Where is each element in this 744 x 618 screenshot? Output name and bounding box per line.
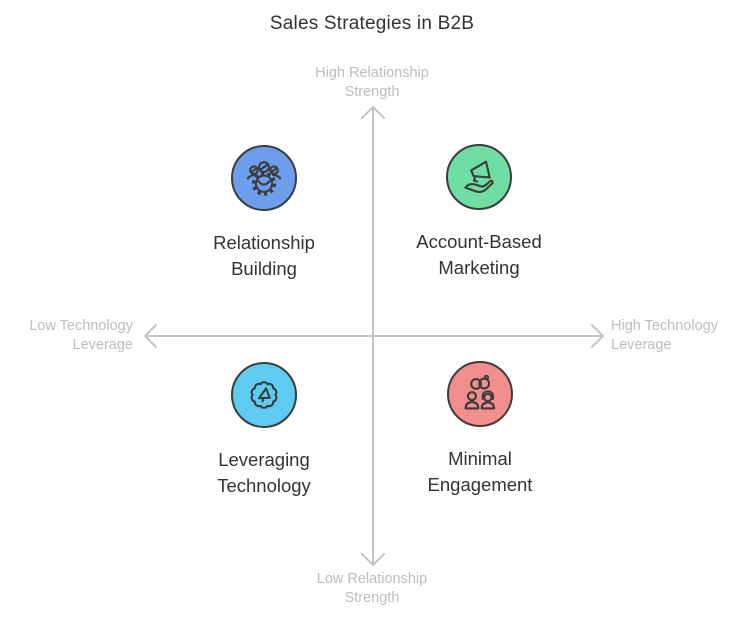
relationship-building-bubble bbox=[231, 145, 297, 211]
leveraging-technology-bubble bbox=[231, 362, 297, 428]
arrow-down-icon bbox=[361, 553, 385, 566]
axis-label-high-relationship: High Relationship Strength bbox=[315, 65, 429, 100]
axis-label-low-technology: Low Technology Leverage bbox=[29, 318, 133, 353]
quadrant-label: Account-Based Marketing bbox=[416, 231, 542, 278]
quadrant-account-based-marketing: Account-Based Marketing bbox=[369, 144, 589, 281]
minimal-engagement-bubble bbox=[447, 361, 513, 427]
arrow-right-icon bbox=[591, 324, 604, 348]
axis-label-low-relationship: Low Relationship Strength bbox=[316, 571, 428, 606]
arrow-left-icon bbox=[144, 324, 157, 348]
account-based-marketing-bubble bbox=[446, 144, 512, 210]
axis-label-high-technology: High Technology Leverage bbox=[611, 318, 718, 353]
quadrant-leveraging-technology: Leveraging Technology bbox=[154, 362, 374, 499]
quadrant-minimal-engagement: Minimal Engagement bbox=[370, 361, 590, 498]
tech-badge-icon bbox=[250, 381, 278, 409]
quadrant-label: Minimal Engagement bbox=[427, 448, 533, 495]
quadrant-label: Leveraging Technology bbox=[217, 449, 311, 496]
axes-group bbox=[144, 106, 604, 566]
team-gear-icon bbox=[246, 161, 282, 196]
arrow-up-icon bbox=[361, 106, 385, 119]
megaphone-hand-icon bbox=[464, 160, 494, 193]
couple-rings-icon bbox=[464, 374, 496, 410]
quadrant-relationship-building: Relationship Building bbox=[154, 145, 374, 282]
quadrant-label: Relationship Building bbox=[213, 232, 315, 279]
page-title: Sales Strategies in B2B bbox=[269, 13, 475, 34]
